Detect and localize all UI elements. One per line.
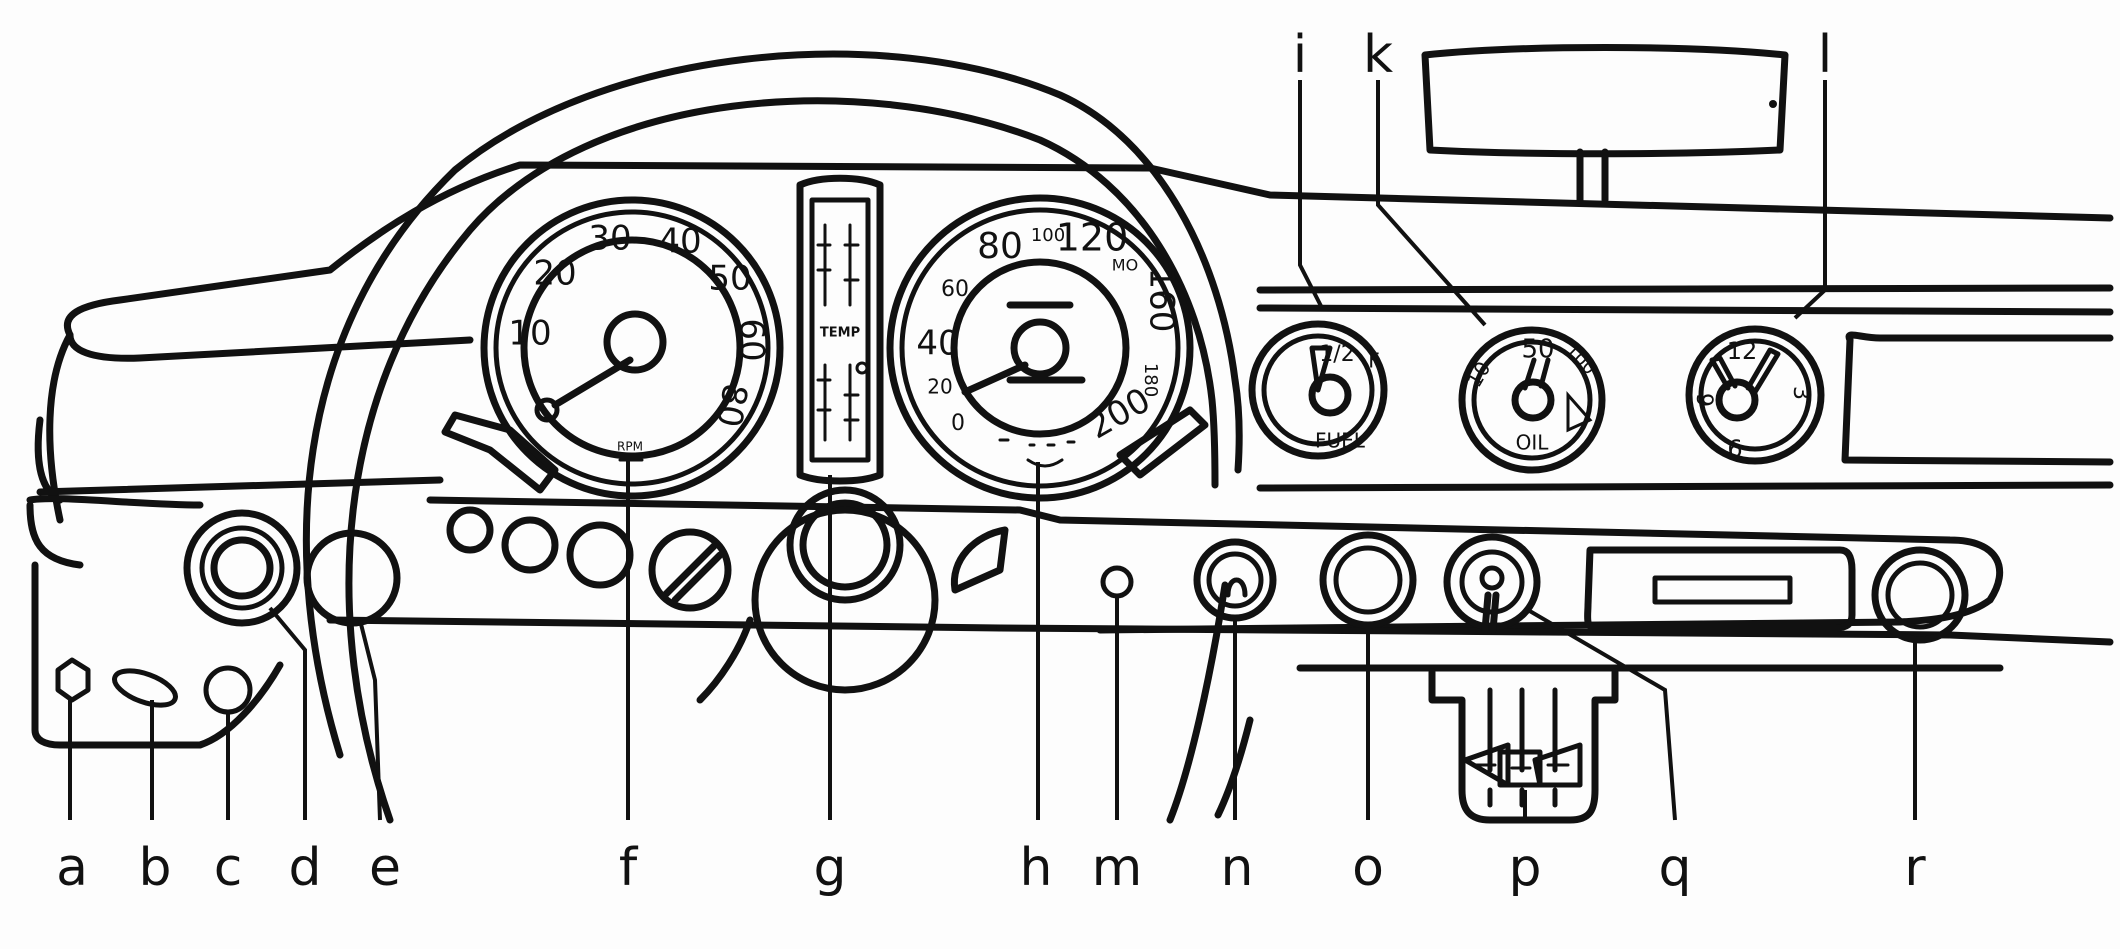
speedometer: 0 20 40 60 80 100 120 MO 160 180 200 bbox=[886, 194, 1194, 502]
callout-f: f bbox=[619, 838, 639, 898]
callout-m: m bbox=[1092, 838, 1143, 898]
oil-mid: 50 bbox=[1521, 335, 1554, 365]
callout-o: o bbox=[1352, 838, 1384, 898]
callout-n: n bbox=[1221, 838, 1254, 898]
heater-control-p bbox=[1428, 668, 1619, 824]
callout-g: g bbox=[813, 838, 846, 898]
callout-q: q bbox=[1658, 838, 1691, 898]
fuel-full: F bbox=[1368, 349, 1380, 373]
callout-d: d bbox=[288, 838, 321, 898]
callout-a: a bbox=[56, 838, 88, 898]
speedo-unit: MO bbox=[1112, 256, 1138, 275]
right-stalk bbox=[1116, 406, 1209, 479]
speedo-numeral-180: 180 bbox=[1140, 363, 1161, 397]
clock-six: 6 bbox=[1727, 435, 1742, 463]
lower-controls bbox=[55, 486, 1969, 824]
fuel-half: 1/2 bbox=[1319, 342, 1354, 367]
callout-k: k bbox=[1363, 25, 1393, 85]
callout-labels: a b c d e f g h m n o p q r i k l bbox=[56, 25, 1926, 898]
tach-numeral-20: 20 bbox=[533, 254, 576, 294]
speedo-numeral-zero: 0 bbox=[951, 411, 965, 436]
tach-numeral-80: 80 bbox=[708, 380, 755, 430]
fuel-label: FUEL bbox=[1315, 429, 1366, 453]
speedo-numeral-160: 160 bbox=[1142, 268, 1182, 333]
callout-i: i bbox=[1293, 25, 1307, 85]
speedo-numeral-40: 40 bbox=[916, 324, 959, 364]
leader-lines bbox=[68, 80, 1917, 821]
callout-c: c bbox=[214, 838, 243, 898]
left-stalk bbox=[441, 411, 559, 494]
clock: 12 3 6 9 bbox=[1685, 325, 1825, 465]
speedo-numeral-120: 120 bbox=[1056, 216, 1129, 260]
tach-numeral-60: 60 bbox=[732, 318, 772, 361]
callout-r: r bbox=[1904, 838, 1926, 898]
control-n bbox=[1193, 538, 1277, 622]
control-d bbox=[183, 509, 301, 627]
control-a bbox=[55, 657, 91, 703]
callout-p: p bbox=[1508, 838, 1541, 898]
callout-l: l bbox=[1818, 25, 1832, 85]
speedo-numeral-80: 80 bbox=[977, 226, 1023, 267]
steering-wheel bbox=[302, 50, 1254, 824]
callout-e: e bbox=[369, 838, 401, 898]
tach-label: RPM bbox=[617, 440, 643, 454]
oil-gauge: 10 50 100 OIL bbox=[1458, 326, 1606, 474]
tach-numeral-30: 30 bbox=[588, 219, 631, 259]
tachometer: 10 20 30 40 50 60 80 RPM bbox=[480, 196, 784, 500]
callout-h: h bbox=[1020, 838, 1053, 898]
oil-label: OIL bbox=[1516, 431, 1550, 455]
callout-b: b bbox=[138, 838, 171, 898]
control-m bbox=[1100, 565, 1134, 599]
tach-numeral-40: 40 bbox=[658, 222, 701, 262]
tach-numeral-50: 50 bbox=[708, 259, 751, 299]
clock-nine: 9 bbox=[1691, 393, 1716, 407]
control-c bbox=[203, 665, 253, 715]
fuel-gauge: 1/2 F FUEL bbox=[1248, 320, 1388, 460]
dashboard-body bbox=[26, 161, 2114, 749]
control-b bbox=[112, 668, 178, 708]
speedo-numeral-60: 60 bbox=[941, 277, 969, 302]
control-r bbox=[1871, 546, 1969, 644]
radio-panel bbox=[1584, 546, 1856, 632]
clock-twelve: 12 bbox=[1727, 337, 1758, 365]
speedo-numeral-100: 100 bbox=[1031, 225, 1065, 246]
clock-three: 3 bbox=[1788, 386, 1813, 400]
control-e bbox=[303, 529, 401, 627]
speedo-numeral-20: 20 bbox=[927, 375, 952, 399]
tach-numeral-10: 10 bbox=[508, 314, 551, 354]
rear-view-mirror bbox=[1421, 44, 1789, 204]
temperature-gauge: TEMP bbox=[796, 174, 884, 485]
temp-label: TEMP bbox=[820, 326, 860, 341]
